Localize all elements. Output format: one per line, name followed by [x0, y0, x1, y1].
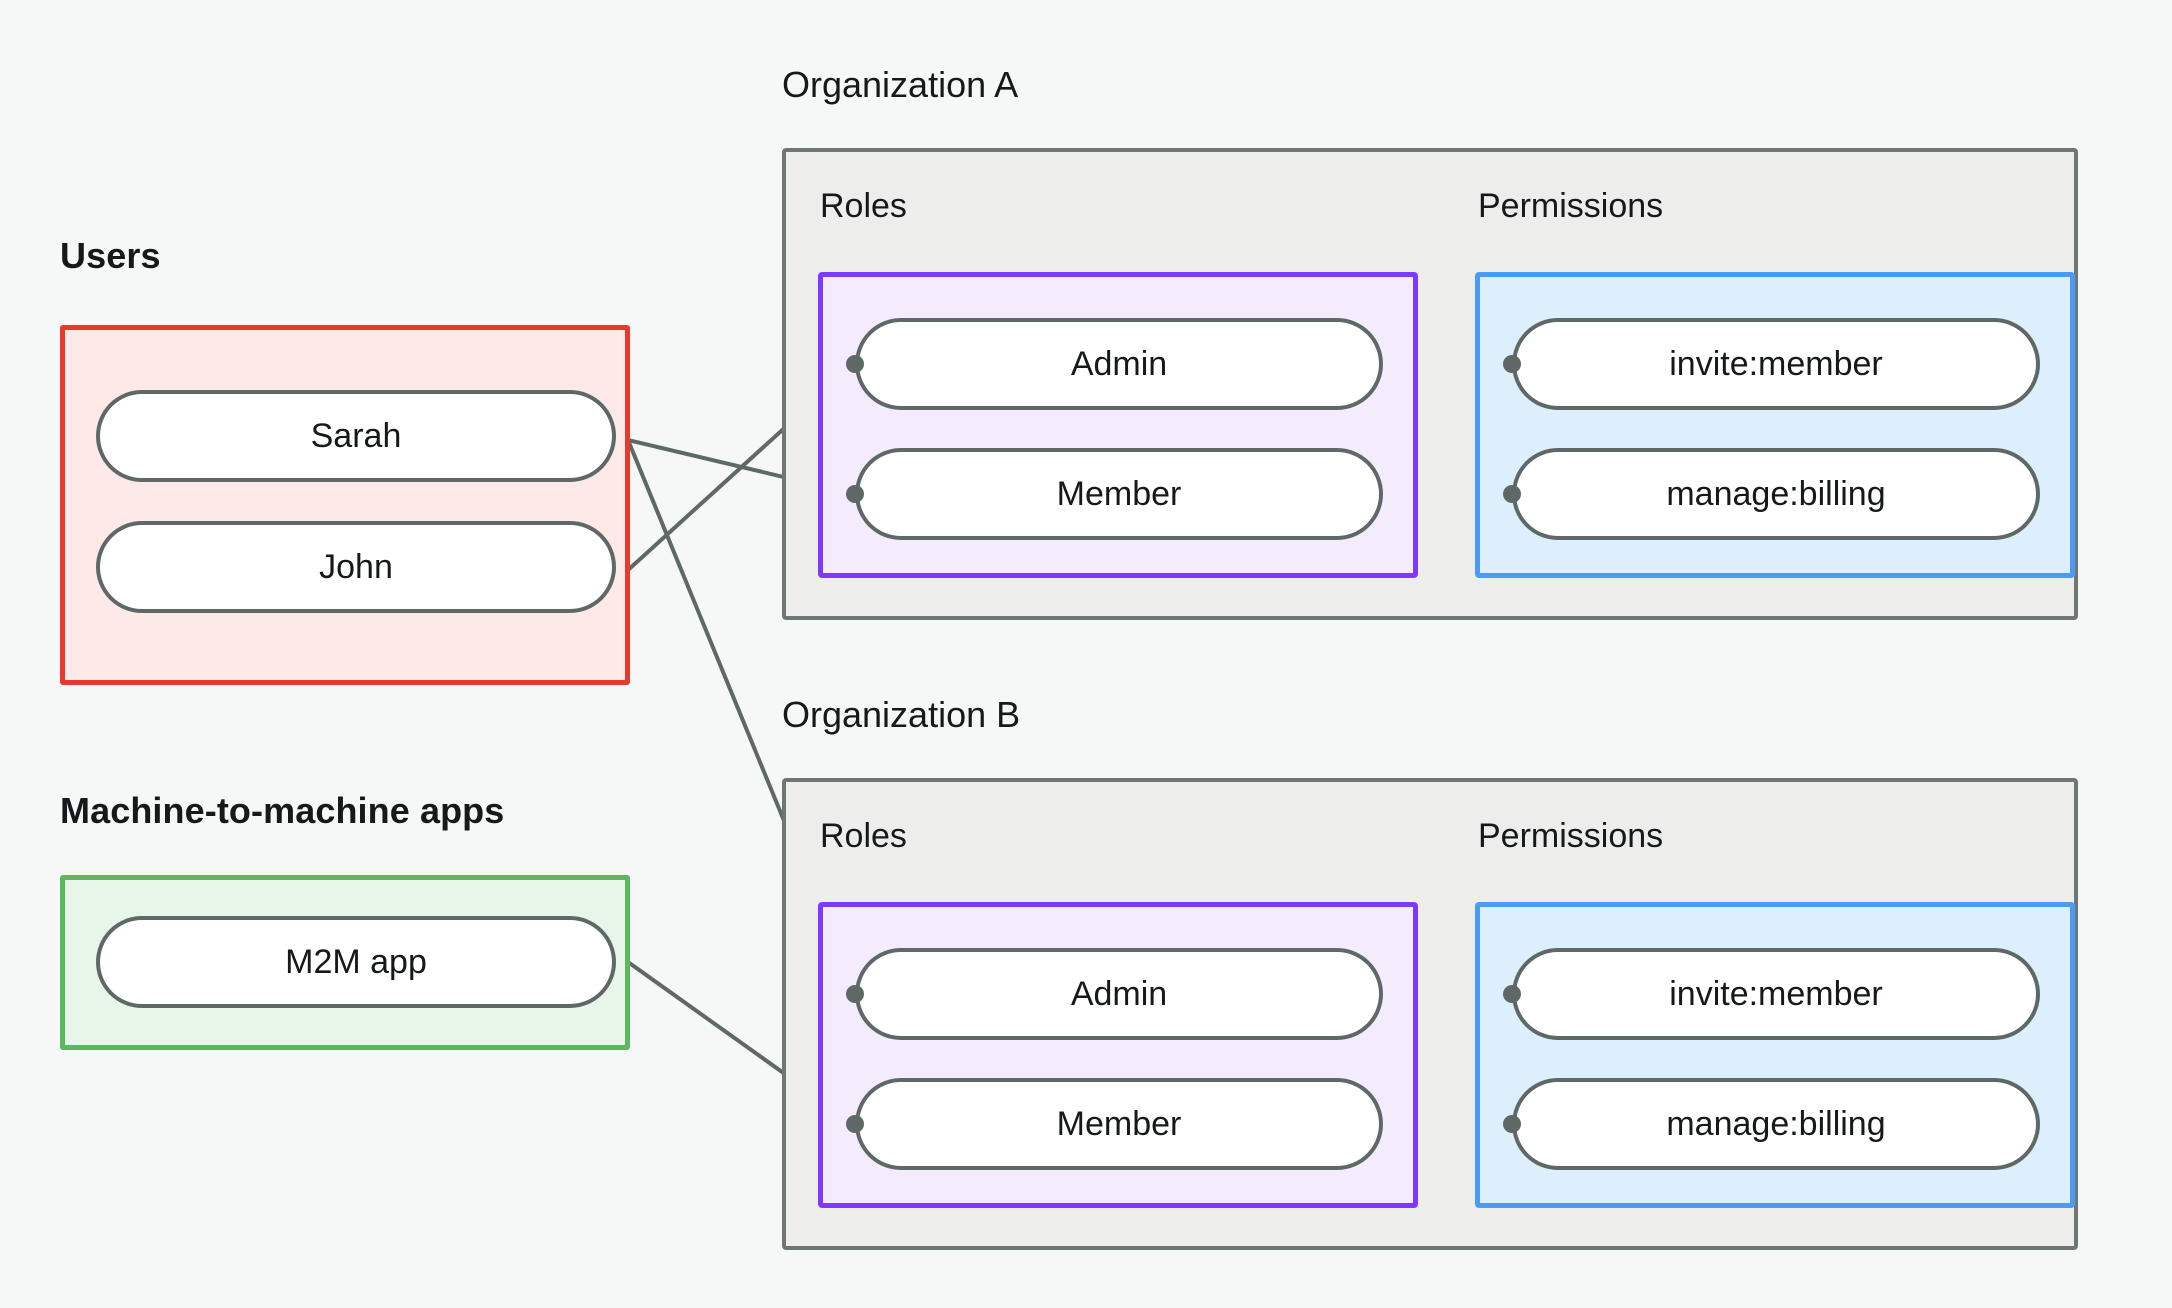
- org-b-invite-in-dot: [1503, 985, 1521, 1003]
- org-a-permission-manage-billing[interactable]: manage:billing: [1512, 448, 2040, 540]
- org-a-role-admin[interactable]: Admin: [855, 318, 1383, 410]
- org-a-admin-in-dot: [846, 355, 864, 373]
- org-b-roles-label: Roles: [820, 817, 907, 855]
- org-b-member-in-dot: [846, 1115, 864, 1133]
- m2m-group-title: Machine-to-machine apps: [60, 790, 505, 831]
- users-group-title: Users: [60, 235, 161, 276]
- user-node-john[interactable]: John: [96, 521, 616, 613]
- org-a-role-member[interactable]: Member: [855, 448, 1383, 540]
- org-a-invite-in-dot: [1503, 355, 1521, 373]
- org-b-permission-manage-billing[interactable]: manage:billing: [1512, 1078, 2040, 1170]
- m2m-node-app[interactable]: M2M app: [96, 916, 616, 1008]
- org-b-permissions-label: Permissions: [1478, 817, 1664, 855]
- org-b-admin-in-dot: [846, 985, 864, 1003]
- users-container: [60, 325, 630, 685]
- org-a-title: Organization A: [782, 64, 1019, 105]
- org-b-role-admin[interactable]: Admin: [855, 948, 1383, 1040]
- org-b-title: Organization B: [782, 694, 1021, 735]
- org-a-billing-in-dot: [1503, 485, 1521, 503]
- org-b-role-member[interactable]: Member: [855, 1078, 1383, 1170]
- user-node-sarah[interactable]: Sarah: [96, 390, 616, 482]
- org-a-member-in-dot: [846, 485, 864, 503]
- org-b-billing-in-dot: [1503, 1115, 1521, 1133]
- org-a-roles-label: Roles: [820, 187, 907, 225]
- org-b-permission-invite-member[interactable]: invite:member: [1512, 948, 2040, 1040]
- org-a-permission-invite-member[interactable]: invite:member: [1512, 318, 2040, 410]
- org-a-permissions-label: Permissions: [1478, 187, 1664, 225]
